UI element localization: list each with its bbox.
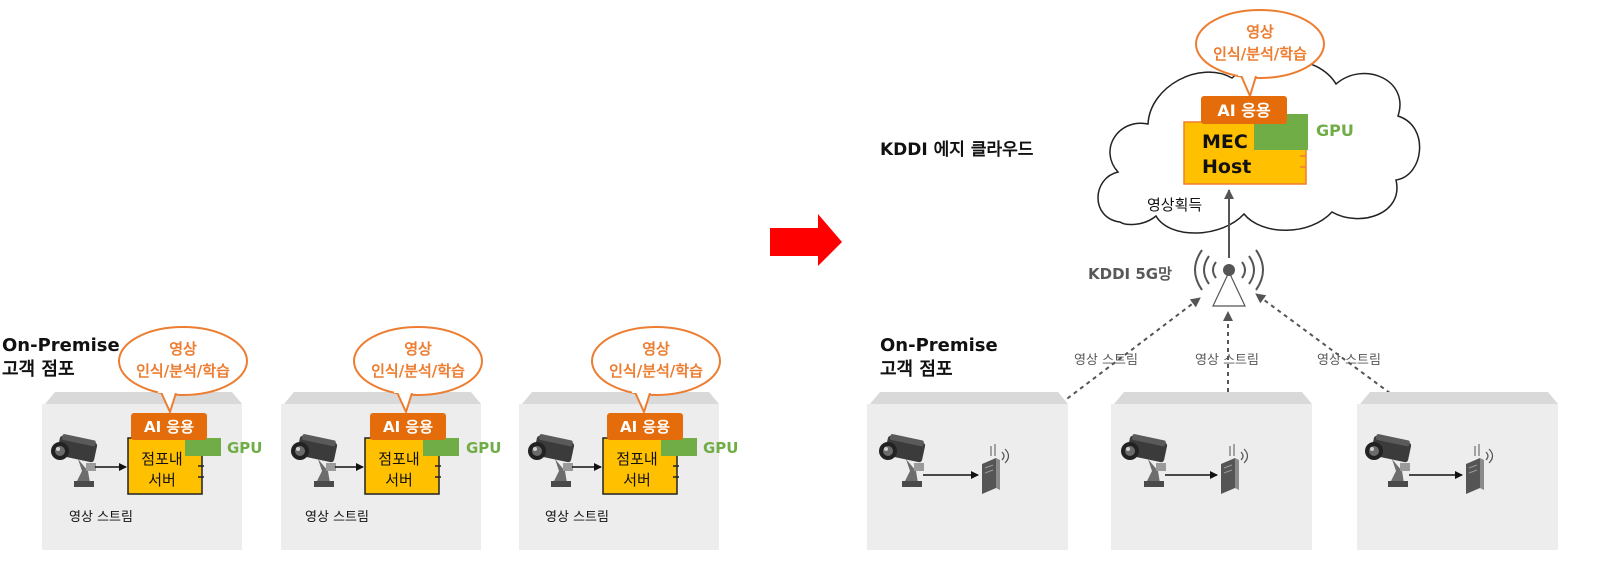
store-roof [284,392,481,404]
cloud-bubble-line2: 인식/분석/학습 [1213,45,1307,63]
cloud-label: KDDI 에지 클라우드 [880,140,1034,160]
server-line1: 점포내 [141,450,182,468]
mec-gpu-label: GPU [1316,121,1354,140]
stream-label-3: 영상 스트림 [1317,353,1381,368]
gpu-label: GPU [466,439,502,457]
speech-bubble [118,326,248,415]
mec-host-line1: MEC [1202,131,1248,153]
store-box [867,404,1068,550]
acquire-label: 영상획득 [1147,196,1202,214]
bubble-line2: 인식/분석/학습 [136,362,230,380]
bubble-line2: 인식/분석/학습 [371,362,465,380]
server-line1: 점포내 [616,450,657,468]
gpu-chip [423,438,459,456]
cloud-bubble-line1: 영상 [1246,23,1274,41]
left-site-label-line2: 고객 점포 [2,359,75,380]
mec-host-line2: Host [1202,156,1251,178]
speech-bubble [591,326,721,415]
bubble-line1: 영상 [404,340,432,358]
gpu-label: GPU [227,439,263,457]
right-store-3 [1357,392,1558,550]
server-line2: 서버 [623,471,651,489]
right-store-1 [867,392,1068,550]
store-box [1357,404,1558,550]
ai-app-label: AI 응용 [620,418,670,436]
bubble-line1: 영상 [642,340,670,358]
speech-bubble [353,326,483,415]
left-site-label-line1: On-Premise [2,335,120,356]
ai-app-box [131,413,207,440]
store-roof [1114,392,1312,404]
store-roof [1360,392,1558,404]
left-store-1: 영상 인식/분석/학습 GPU AI 응용 점포내 서버 영상 스트림 [42,326,263,550]
store-roof [522,392,719,404]
right-site-label-line2: 고객 점포 [880,359,953,380]
gpu-chip [661,438,697,456]
ai-app-label: AI 응용 [383,418,433,436]
mec-ai-app-box [1201,96,1287,124]
right-site-label-line1: On-Premise [880,335,998,356]
stream-label: 영상 스트림 [69,510,133,525]
mec-ai-app-label: AI 응용 [1217,101,1271,120]
ai-app-box [370,413,446,440]
store-box [1111,404,1312,550]
stream-label: 영상 스트림 [305,510,369,525]
server-line1: 점포내 [378,450,419,468]
server-box [127,437,203,495]
ai-app-box [607,413,683,440]
left-store-2: 영상 인식/분석/학습 GPU AI 응용 점포내 서버 영상 스트림 [281,326,502,550]
stream-label-2: 영상 스트림 [1195,353,1259,368]
store-roof [870,392,1068,404]
stream-label: 영상 스트림 [545,510,609,525]
gpu-label: GPU [703,439,739,457]
transition-arrow-icon [770,214,842,266]
stream-label-1: 영상 스트림 [1074,353,1138,368]
store-roof [45,392,242,404]
gpu-chip [185,438,221,456]
network-label: KDDI 5G망 [1088,265,1172,283]
cloud-speech-bubble [1195,9,1325,99]
ai-app-label: AI 응용 [144,418,194,436]
right-store-2 [1111,392,1312,550]
server-line2: 서버 [385,471,413,489]
left-store-3: 영상 인식/분석/학습 GPU AI 응용 점포내 서버 영상 스트림 [519,326,739,550]
bubble-line2: 인식/분석/학습 [609,362,703,380]
server-line2: 서버 [148,471,176,489]
antenna-tower-icon [1194,249,1264,307]
bubble-line1: 영상 [169,340,197,358]
